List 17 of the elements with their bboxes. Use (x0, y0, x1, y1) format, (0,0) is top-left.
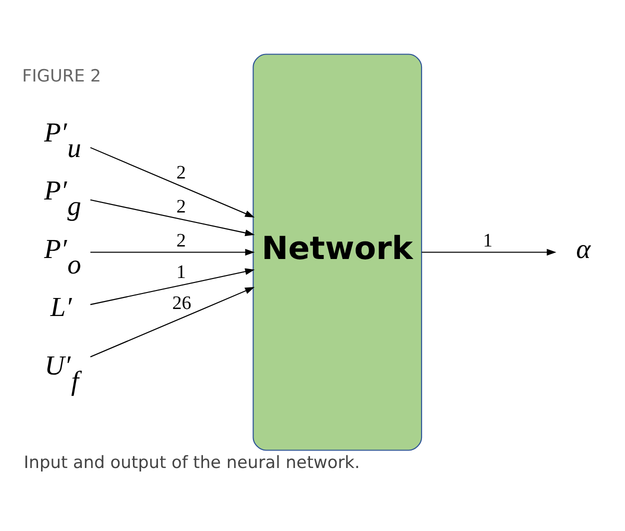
node-text: α (576, 232, 591, 264)
arrow (90, 268, 255, 305)
caption: Input and output of the neural network. (24, 452, 360, 472)
node-text: L′ (50, 290, 72, 322)
edge-label: 26 (172, 292, 192, 314)
arrow (90, 286, 255, 357)
arrow (90, 146, 255, 217)
node-box: Network (252, 53, 422, 450)
edge-label: 1 (482, 230, 492, 251)
edge-label: 1 (176, 262, 186, 283)
arrow (90, 248, 255, 256)
arrow (422, 248, 556, 256)
edge-label: 2 (176, 162, 186, 184)
arrow (90, 198, 255, 236)
edge-label: 2 (176, 230, 186, 251)
edge-label: 2 (176, 196, 186, 217)
label: FIGURE 2 (22, 65, 102, 86)
